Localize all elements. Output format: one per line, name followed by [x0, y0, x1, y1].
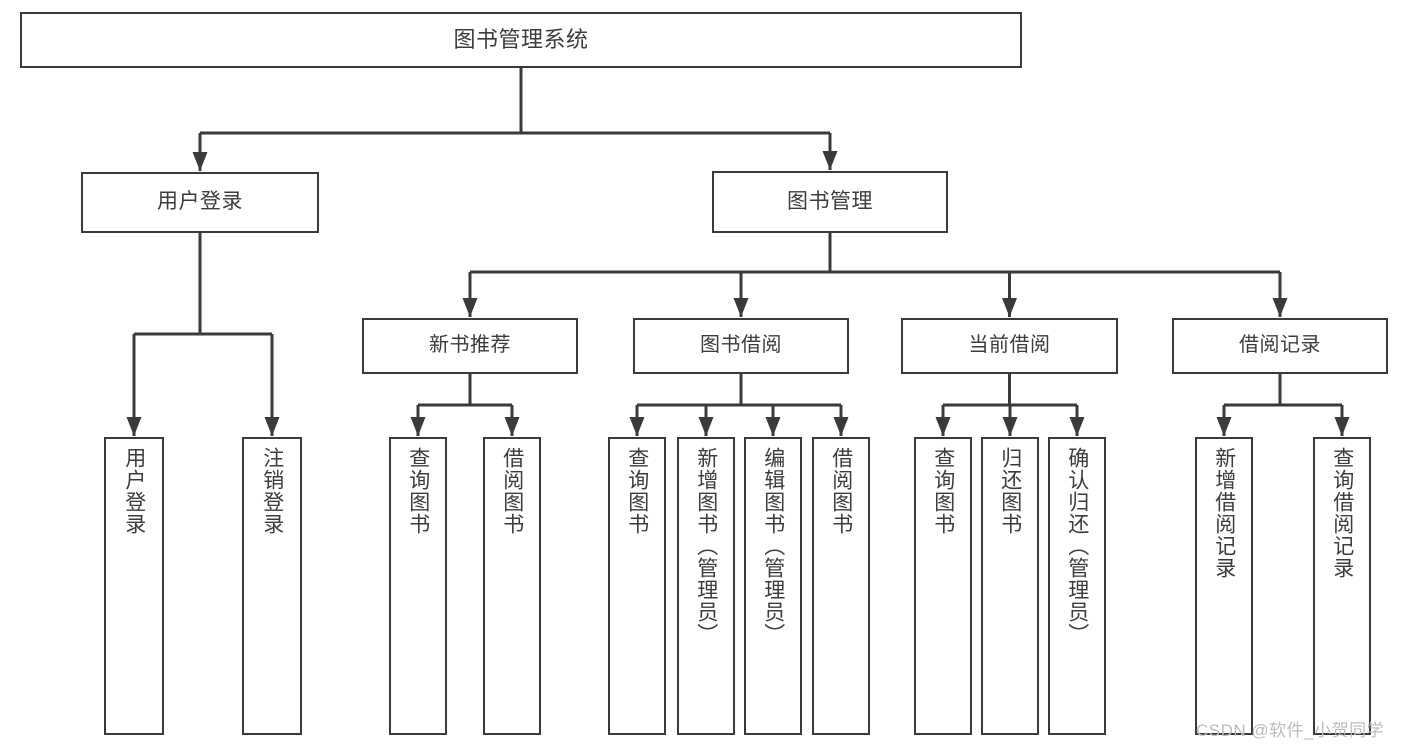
node-root[interactable]: 图书管理系统: [20, 12, 1022, 68]
node-book-manage[interactable]: 图书管理: [712, 171, 948, 233]
node-leaf-rec-query[interactable]: 查询图书: [389, 437, 447, 735]
node-label: 新增借阅记录: [1212, 447, 1236, 579]
node-label: 查询图书: [931, 447, 955, 535]
node-leaf-rec-search[interactable]: 查询借阅记录: [1313, 437, 1371, 735]
node-leaf-borrow-lend[interactable]: 借阅图书: [812, 437, 870, 735]
node-label: 用户登录: [122, 447, 146, 535]
node-leaf-borrow-query[interactable]: 查询图书: [608, 437, 666, 735]
node-leaf-cur-return[interactable]: 归还图书: [981, 437, 1039, 735]
node-label: 查询图书: [625, 447, 649, 535]
node-leaf-cur-confirm[interactable]: 确认归还（管理员）: [1048, 437, 1106, 735]
node-leaf-user-logout[interactable]: 注销登录: [242, 437, 302, 735]
node-label: 借阅记录: [1239, 334, 1321, 357]
node-leaf-borrow-edit[interactable]: 编辑图书（管理员）: [744, 437, 802, 735]
node-label: 借阅图书: [829, 447, 853, 535]
node-label: 注销登录: [260, 447, 284, 535]
node-leaf-rec-borrow[interactable]: 借阅图书: [483, 437, 541, 735]
node-new-book-rec[interactable]: 新书推荐: [362, 318, 578, 374]
node-book-borrow[interactable]: 图书借阅: [633, 318, 849, 374]
node-label: 借阅图书: [500, 447, 524, 535]
node-label: 图书管理系统: [453, 27, 589, 53]
node-label: 查询借阅记录: [1330, 447, 1354, 579]
node-label: 新书推荐: [429, 334, 511, 357]
node-label: 编辑图书（管理员）: [761, 447, 785, 645]
node-label: 新增图书（管理员）: [694, 447, 718, 645]
node-label: 查询图书: [406, 447, 430, 535]
node-label: 用户登录: [157, 190, 243, 214]
node-label: 确认归还（管理员）: [1065, 447, 1089, 645]
node-leaf-borrow-add[interactable]: 新增图书（管理员）: [677, 437, 735, 735]
node-label: 当前借阅: [968, 334, 1051, 357]
node-current-borrow[interactable]: 当前借阅: [901, 318, 1118, 374]
node-label: 图书借阅: [700, 334, 782, 357]
node-leaf-cur-query[interactable]: 查询图书: [914, 437, 972, 735]
node-label: 归还图书: [998, 447, 1022, 535]
node-leaf-user-login[interactable]: 用户登录: [104, 437, 164, 735]
node-borrow-record[interactable]: 借阅记录: [1172, 318, 1388, 374]
node-label: 图书管理: [787, 189, 873, 213]
node-user-login[interactable]: 用户登录: [81, 172, 319, 233]
node-leaf-rec-add[interactable]: 新增借阅记录: [1195, 437, 1253, 735]
